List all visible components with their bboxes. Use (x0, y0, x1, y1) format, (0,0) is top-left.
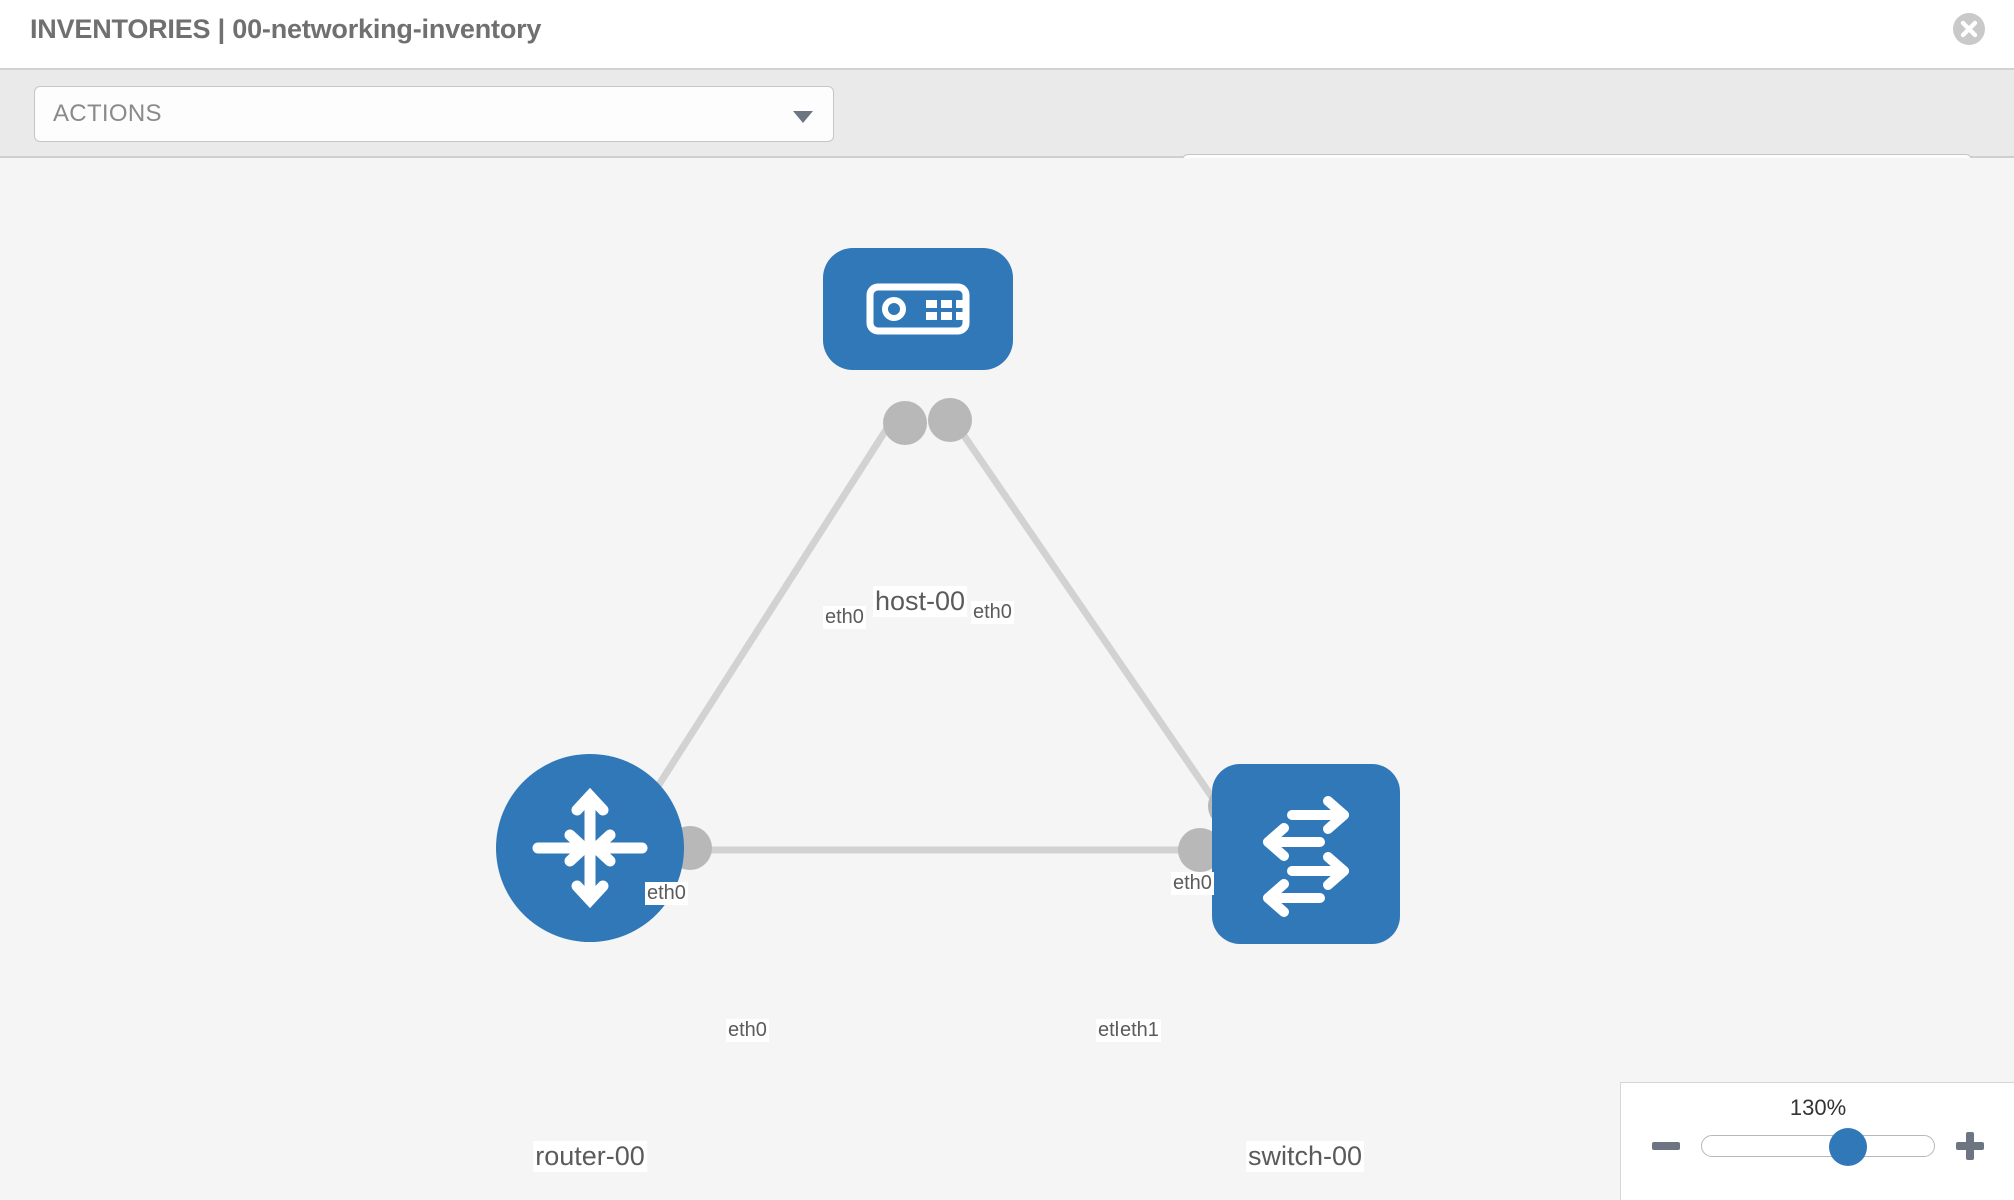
chevron-down-icon (793, 111, 813, 123)
topology-links (609, 406, 1260, 860)
node-host-00[interactable] (823, 248, 1013, 370)
actions-dropdown-label: ACTIONS (53, 100, 162, 127)
node-switch-00[interactable] (1212, 764, 1400, 944)
iface-label-switch-eth1: eth1 (1118, 1019, 1161, 1042)
zoom-level-value: 130% (1789, 1095, 1847, 1120)
connector-nub (928, 398, 972, 442)
topology-canvas[interactable]: host-00 router-00 switch-00 eth0 eth0 et… (0, 158, 2014, 1200)
zoom-slider[interactable] (1701, 1128, 1935, 1166)
node-router-00[interactable] (496, 754, 684, 942)
iface-label-host-eth0-left: eth0 (823, 606, 866, 629)
iface-label-router-eth0: eth0 (726, 1019, 769, 1042)
iface-label-switch-eth0-uplink: eth0 (1171, 872, 1214, 895)
close-icon[interactable] (1950, 10, 1988, 48)
iface-label-router-eth0-uplink: eth0 (645, 882, 688, 905)
zoom-slider-thumb[interactable] (1829, 1128, 1868, 1166)
node-label-router-00: router-00 (533, 1141, 647, 1172)
page-title: INVENTORIES | 00-networking-inventory (30, 14, 542, 44)
link-host00-switch00[interactable] (942, 406, 1243, 840)
iface-label-host-eth0-right: eth0 (971, 601, 1014, 624)
connector-nub (1178, 828, 1222, 872)
zoom-control-panel: 130% (1620, 1082, 2014, 1200)
node-label-host-00: host-00 (872, 586, 968, 617)
zoom-out-button[interactable] (1649, 1129, 1683, 1163)
topology-graph (496, 248, 1400, 944)
actions-dropdown[interactable]: ACTIONS (34, 86, 834, 142)
node-label-switch-00: switch-00 (1245, 1141, 1365, 1172)
toolbar: ACTIONS SEARCH (0, 68, 2014, 210)
link-host00-router00[interactable] (609, 406, 903, 860)
window-header: INVENTORIES | 00-networking-inventory (0, 0, 2014, 68)
zoom-in-button[interactable] (1953, 1129, 1987, 1163)
connector-nub (883, 401, 927, 445)
